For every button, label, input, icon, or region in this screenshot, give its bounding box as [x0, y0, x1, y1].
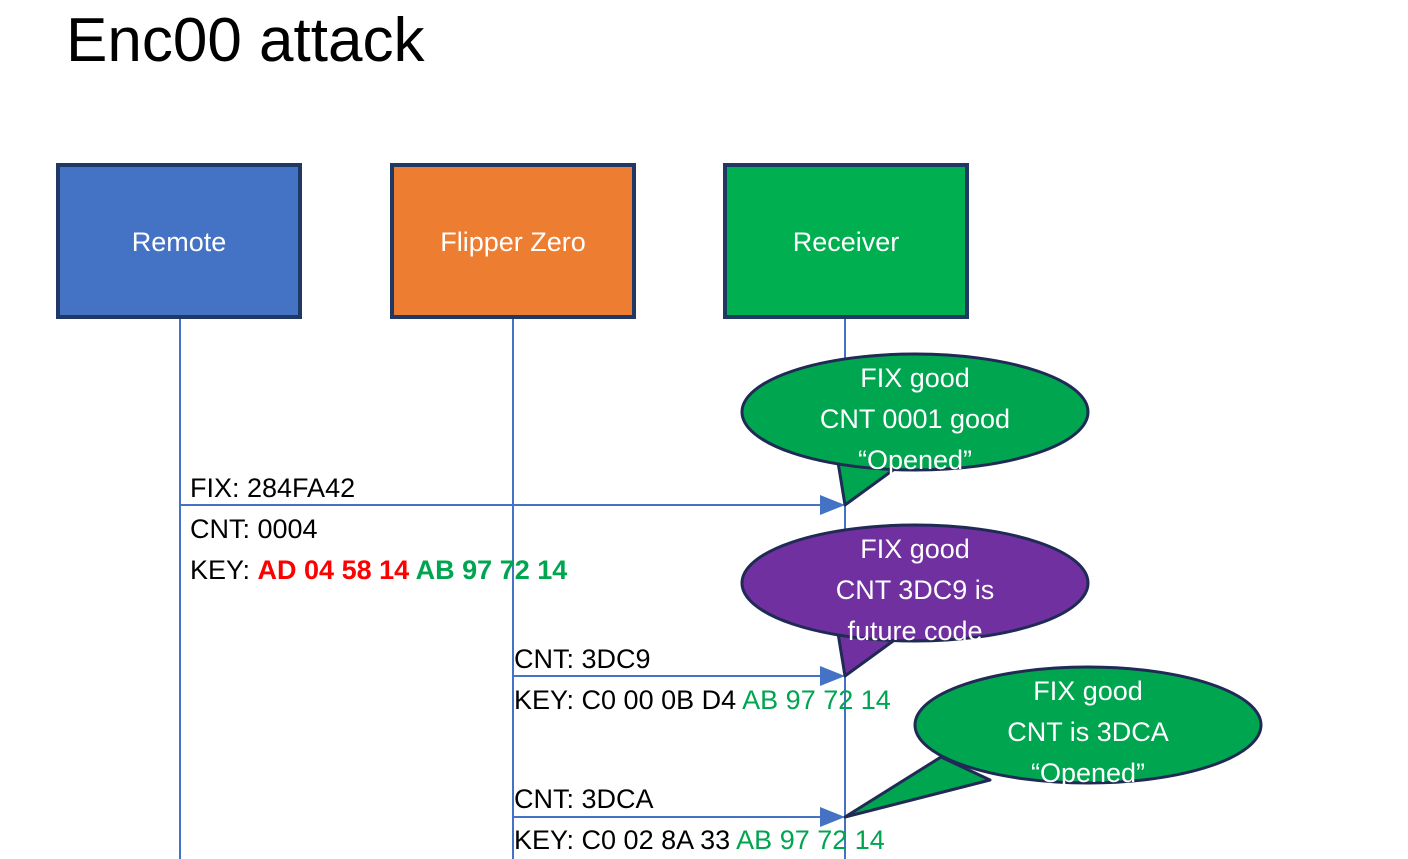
message-2-seg-2a: KEY: C0 00 0B D4 [514, 685, 742, 715]
actor-remote-label: Remote [132, 227, 227, 257]
actor-flipper-box[interactable] [390, 163, 636, 319]
actor-receiver-label: Receiver [793, 227, 900, 257]
actor-flipper-label: Flipper Zero [440, 227, 586, 257]
callout-2-line-3: future code [847, 616, 982, 646]
message-1-line-1: FIX: 284FA42 [190, 473, 355, 503]
message-1-line-3: KEY: AD 04 58 14 AB 97 72 14 [190, 555, 567, 585]
actor-flipper[interactable]: Flipper Zero [390, 163, 636, 319]
actor-remote[interactable]: Remote [56, 163, 302, 319]
callout-3-line-3: “Opened” [1031, 758, 1145, 788]
callout-1-bubble[interactable] [740, 352, 1090, 472]
message-2-line-1: CNT: 3DC9 [514, 644, 651, 674]
message-2-seg-2b: AB 97 72 14 [742, 685, 891, 715]
callout-1-line-2: CNT 0001 good [820, 404, 1010, 434]
callout-3-line-1: FIX good [1033, 676, 1143, 706]
callout-3-tail [843, 755, 992, 819]
message-3: CNT: 3DCA KEY: C0 02 8A 33 AB 97 72 14 [513, 784, 885, 855]
actor-receiver[interactable]: Receiver [723, 163, 969, 319]
callout-1-line-3: “Opened” [858, 445, 972, 475]
message-1-seg-3b: AD 04 58 14 [258, 555, 416, 585]
callout-1-line-1: FIX good [860, 363, 970, 393]
message-1-seg-1: FIX: 284FA42 [190, 473, 355, 503]
actor-receiver-box[interactable] [723, 163, 969, 319]
message-3-seg-2b: AB 97 72 14 [736, 825, 885, 855]
message-2: CNT: 3DC9 KEY: C0 00 0B D4 AB 97 72 14 [513, 644, 891, 715]
message-1: FIX: 284FA42 CNT: 0004 KEY: AD 04 58 14 … [180, 473, 845, 585]
page-title: Enc00 attack [66, 6, 425, 75]
message-3-seg-2a: KEY: C0 02 8A 33 [514, 825, 736, 855]
callout-3-line-2: CNT is 3DCA [1007, 717, 1169, 747]
callout-3-bubble[interactable] [913, 665, 1263, 785]
message-3-seg-1: CNT: 3DCA [514, 784, 654, 814]
callout-2-bubble[interactable] [740, 523, 1090, 643]
callout-2-line-2: CNT 3DC9 is [836, 575, 995, 605]
message-3-line-2: KEY: C0 02 8A 33 AB 97 72 14 [514, 825, 885, 855]
message-2-seg-1: CNT: 3DC9 [514, 644, 651, 674]
message-3-arrowhead [820, 807, 845, 827]
message-1-line-2: CNT: 0004 [190, 514, 318, 544]
message-1-seg-3c: AB 97 72 14 [416, 555, 568, 585]
callout-2[interactable]: FIX good CNT 3DC9 is future code [740, 523, 1090, 678]
message-2-arrowhead [820, 666, 845, 686]
message-2-line-2: KEY: C0 00 0B D4 AB 97 72 14 [514, 685, 891, 715]
message-1-seg-2: CNT: 0004 [190, 514, 318, 544]
callout-1[interactable]: FIX good CNT 0001 good “Opened” [740, 352, 1090, 507]
callout-3[interactable]: FIX good CNT is 3DCA “Opened” [843, 665, 1263, 819]
message-1-arrowhead [820, 495, 845, 515]
actor-remote-box[interactable] [56, 163, 302, 319]
message-1-seg-3a: KEY: [190, 555, 258, 585]
message-3-line-1: CNT: 3DCA [514, 784, 654, 814]
callout-2-line-1: FIX good [860, 534, 970, 564]
